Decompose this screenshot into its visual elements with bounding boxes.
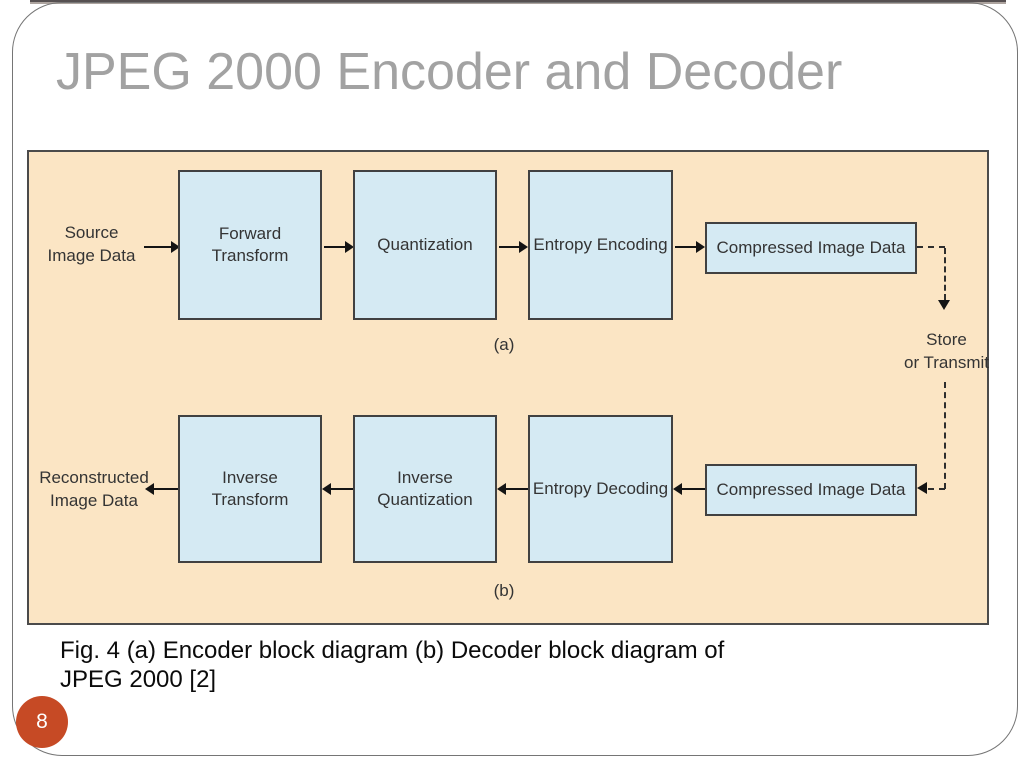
page-title: JPEG 2000 Encoder and Decoder bbox=[56, 43, 843, 101]
arrow-forward-transform-to-quantization bbox=[324, 241, 354, 253]
block-quantization: Quantization bbox=[353, 170, 497, 320]
block-inverse-quantization: Inverse Quantization bbox=[353, 415, 497, 563]
box-compressed-image-data-encoder: Compressed Image Data bbox=[705, 222, 917, 274]
dashed-line-encoder-down bbox=[944, 248, 946, 300]
box-compressed-image-data-decoder: Compressed Image Data bbox=[705, 464, 917, 516]
arrow-entropy-encoding-to-compressed-data bbox=[675, 241, 705, 253]
block-forward-transform: Forward Transform bbox=[178, 170, 322, 320]
reconstructed-image-data-label: Reconstructed Image Data bbox=[39, 468, 149, 510]
block-inverse-transform: Inverse Transform bbox=[178, 415, 322, 563]
dashed-line-encoder-out-horizontal bbox=[917, 246, 945, 248]
page-number: 8 bbox=[36, 710, 48, 733]
source-image-data-label: Source Image Data bbox=[47, 223, 136, 265]
arrow-compressed-data-to-entropy-decoding bbox=[673, 483, 705, 495]
arrow-inverse-quantization-to-inverse-transform bbox=[322, 483, 353, 495]
arrow-quantization-to-entropy-encoding bbox=[499, 241, 528, 253]
arrow-source-to-forward-transform bbox=[144, 241, 180, 253]
dashed-arrowhead-left bbox=[917, 482, 927, 494]
slide-border bbox=[12, 2, 1018, 756]
block-entropy-decoding: Entropy Decoding bbox=[528, 415, 673, 563]
dashed-line-decoder-in-horizontal bbox=[928, 488, 945, 490]
diagram-panel: Source Image Data Forward Transform Quan… bbox=[27, 150, 989, 625]
arrow-entropy-decoding-to-inverse-quantization bbox=[497, 483, 528, 495]
page-number-badge: 8 bbox=[16, 696, 68, 748]
decoder-sublabel-b: (b) bbox=[493, 581, 515, 600]
block-entropy-encoding: Entropy Encoding bbox=[528, 170, 673, 320]
encoder-sublabel-a: (a) bbox=[493, 335, 515, 354]
arrow-inverse-transform-to-reconstructed bbox=[145, 483, 178, 495]
store-or-transmit-label: Store or Transmit bbox=[903, 330, 990, 372]
figure-caption: Fig. 4 (a) Encoder block diagram (b) Dec… bbox=[60, 637, 725, 694]
dashed-arrowhead-down bbox=[938, 300, 950, 310]
dashed-line-decoder-down bbox=[944, 382, 946, 489]
